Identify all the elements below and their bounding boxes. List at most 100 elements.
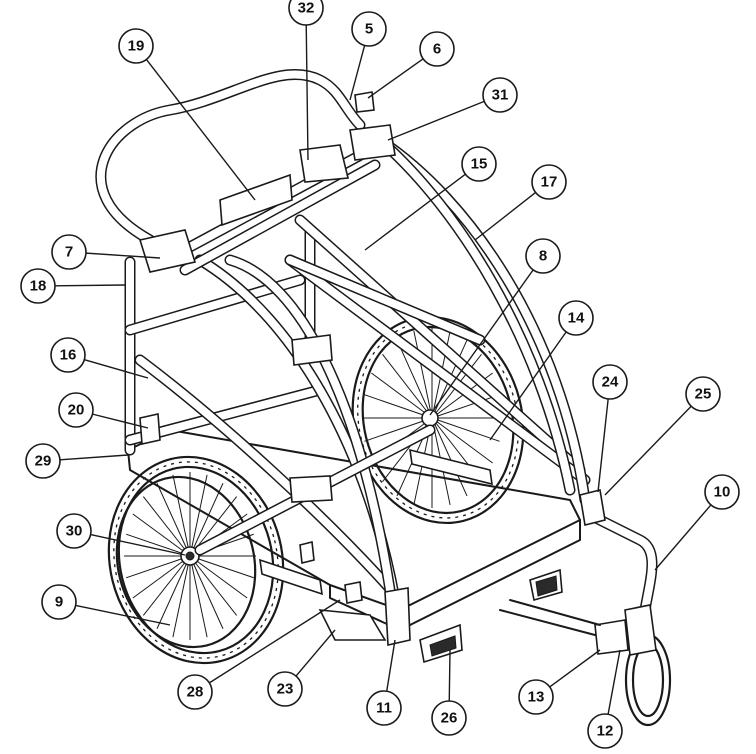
callout-number-25: 25 xyxy=(695,386,712,403)
callout-number-29: 29 xyxy=(35,453,52,470)
wheel-spoke xyxy=(172,474,191,557)
callout-circle xyxy=(419,31,455,67)
callout-circle xyxy=(592,364,628,400)
wheel-spoke xyxy=(189,555,238,616)
wheel-spoke xyxy=(431,417,493,464)
callout-leader-line xyxy=(604,405,692,496)
callout-number-6: 6 xyxy=(433,41,441,58)
callout-leader-line xyxy=(429,269,534,416)
callout-number-9: 9 xyxy=(55,594,63,611)
callout-leader-line xyxy=(75,604,171,626)
wheel-spoke xyxy=(132,513,191,557)
callout-leader-line xyxy=(607,649,621,715)
wheel-spoke xyxy=(156,555,191,629)
callout-circle xyxy=(482,77,518,113)
callout-leader-line xyxy=(208,599,341,684)
callout-number-18: 18 xyxy=(30,278,47,295)
callout-number-28: 28 xyxy=(187,684,204,701)
callout-number-23: 23 xyxy=(277,681,294,698)
wheel-spoke xyxy=(172,555,191,638)
wheel-spoke xyxy=(371,372,433,419)
callout-circle xyxy=(461,146,497,182)
wheel-spoke xyxy=(364,394,433,419)
callout-circle xyxy=(51,234,87,270)
callout-leader-line xyxy=(597,398,609,493)
wheel-spoke xyxy=(396,339,433,419)
callout-circle xyxy=(685,376,721,412)
callout-circle xyxy=(351,11,387,47)
callout-circle xyxy=(118,28,154,64)
callout-leader-line xyxy=(92,413,149,429)
callout-leader-line xyxy=(349,45,366,101)
wheel-spoke xyxy=(431,417,500,442)
callout-number-7: 7 xyxy=(65,244,73,261)
callout-leader-line xyxy=(387,100,485,141)
callout-number-15: 15 xyxy=(471,156,488,173)
callout-number-31: 31 xyxy=(492,87,509,104)
callout-number-26: 26 xyxy=(441,710,458,727)
callout-leader-line xyxy=(90,533,186,556)
callout-circle xyxy=(50,337,86,373)
callout-circle xyxy=(558,300,594,336)
callout-circle xyxy=(56,513,92,549)
callout-leader-line xyxy=(386,639,396,692)
callout-leader-line xyxy=(85,252,161,259)
wheel-spoke xyxy=(189,555,254,579)
wheel-spoke xyxy=(189,474,208,557)
wheel-spoke xyxy=(189,555,224,629)
wheel-spoke xyxy=(189,483,224,557)
wheel-spoke xyxy=(126,533,191,557)
callout-leader-line xyxy=(145,59,256,201)
wheel-spoke xyxy=(382,354,433,419)
wheel-spoke xyxy=(431,417,468,497)
callout-circle xyxy=(177,674,213,710)
callout-number-32: 32 xyxy=(298,0,315,17)
callout-circle xyxy=(518,679,554,715)
callout-circle xyxy=(587,713,623,749)
wheel-spoke xyxy=(189,555,248,599)
callout-leader-line xyxy=(54,284,126,287)
wheel-spoke xyxy=(132,555,191,599)
callout-number-13: 13 xyxy=(528,689,545,706)
callout-circle xyxy=(288,0,324,26)
callout-circle xyxy=(525,238,561,274)
wheel-spoke xyxy=(431,394,500,419)
callout-number-14: 14 xyxy=(568,310,585,327)
wheel-spoke xyxy=(126,555,191,579)
callout-number-24: 24 xyxy=(602,374,619,391)
callout-circle xyxy=(41,584,77,620)
wheel-spoke xyxy=(413,330,433,419)
callout-circle xyxy=(58,392,94,428)
wheel-spoke xyxy=(142,555,191,616)
callout-number-19: 19 xyxy=(128,38,145,55)
callout-circle xyxy=(704,474,740,510)
callout-leader-line xyxy=(549,649,601,688)
callout-leader-line xyxy=(654,504,712,571)
callout-circle xyxy=(431,700,467,736)
callout-number-12: 12 xyxy=(597,723,614,740)
callout-circle xyxy=(25,443,61,479)
left-rear-wheel xyxy=(107,455,285,665)
callout-number-11: 11 xyxy=(376,700,392,717)
callout-circle xyxy=(20,268,56,304)
callout-number-17: 17 xyxy=(541,174,558,191)
callout-leader-line xyxy=(474,191,537,241)
wheel-spoke xyxy=(156,483,191,557)
callout-leader-line xyxy=(364,173,466,251)
callout-number-10: 10 xyxy=(714,484,731,501)
hardware xyxy=(138,91,606,646)
callout-circle xyxy=(531,164,567,200)
callout-leader-line xyxy=(84,359,149,379)
front-caster-wheel xyxy=(499,599,672,727)
main-frame xyxy=(95,69,658,616)
callout-leader-line xyxy=(295,629,336,677)
callout-circle xyxy=(366,690,402,726)
callout-leader-line xyxy=(59,454,129,461)
callout-number-8: 8 xyxy=(539,248,547,265)
wheel-spoke xyxy=(142,496,191,557)
callout-leader-line xyxy=(489,331,567,441)
callout-number-5: 5 xyxy=(365,21,373,38)
